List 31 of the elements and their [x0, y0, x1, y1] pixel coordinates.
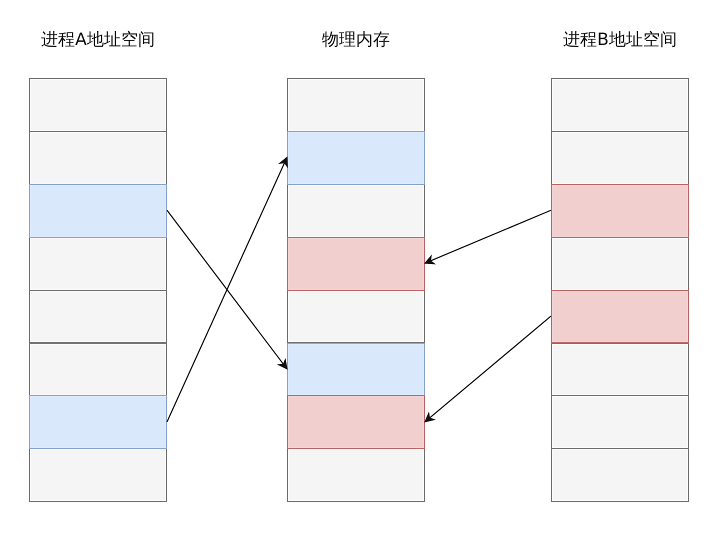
- arrow: [166, 156, 288, 422]
- memory-block: [29, 290, 167, 344]
- memory-block: [287, 395, 425, 450]
- memory-block: [551, 290, 689, 344]
- memory-block: [551, 130, 689, 185]
- memory-block: [551, 448, 689, 502]
- memory-block: [551, 395, 689, 450]
- memory-block: [29, 130, 167, 185]
- memory-block: [551, 342, 689, 396]
- memory-block: [29, 448, 167, 502]
- memory-block: [29, 236, 167, 291]
- memory-block: [287, 130, 425, 185]
- column-title: 进程A地址空间: [40, 29, 156, 51]
- memory-block: [287, 184, 425, 238]
- memory-block: [29, 395, 167, 450]
- column-title: 物理内存: [321, 29, 391, 51]
- memory-block: [551, 236, 689, 291]
- memory-block: [29, 78, 167, 132]
- arrow: [424, 316, 552, 423]
- memory-block: [29, 184, 167, 238]
- memory-block: [29, 342, 167, 396]
- arrow: [424, 210, 552, 264]
- arrow: [166, 210, 288, 370]
- memory-block: [551, 184, 689, 238]
- memory-block: [287, 290, 425, 344]
- memory-block: [287, 78, 425, 132]
- memory-block: [551, 78, 689, 132]
- memory-block: [287, 448, 425, 502]
- memory-block: [287, 236, 425, 291]
- column-title: 进程B地址空间: [562, 29, 678, 51]
- memory-block: [287, 342, 425, 396]
